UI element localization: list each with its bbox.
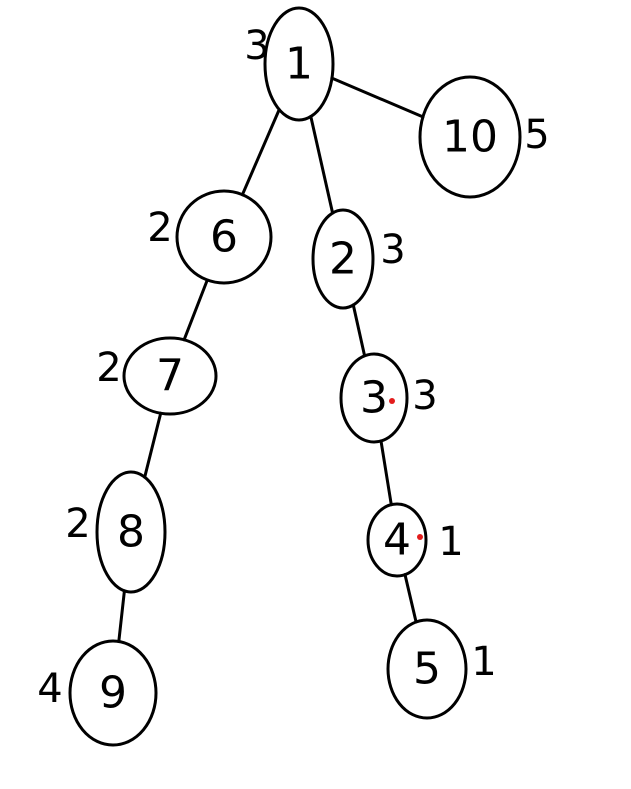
- edges-layer: [117, 76, 425, 643]
- node-label: 7: [156, 351, 184, 402]
- node-circle: [175, 189, 273, 285]
- node-circle: [366, 502, 428, 578]
- node-weight-label: 2: [65, 501, 90, 547]
- edge-4-5: [403, 573, 418, 624]
- node-7: 72: [96, 336, 218, 416]
- node-weight-label: 4: [37, 666, 62, 712]
- node-label: 6: [210, 212, 238, 263]
- node-label: 5: [413, 644, 441, 695]
- node-weight-label: 5: [524, 112, 549, 158]
- node-weight-label: 1: [471, 639, 496, 685]
- edge-8-9: [117, 589, 126, 643]
- edge-1-6: [240, 108, 281, 197]
- node-weight-label: 2: [147, 205, 172, 251]
- node-circle: [68, 639, 158, 747]
- node-label: 10: [442, 112, 498, 163]
- node-weight-label: 1: [438, 519, 463, 565]
- node-label: 3: [360, 373, 388, 424]
- edge-1-10: [330, 76, 425, 119]
- red-dot-marker: [389, 398, 395, 404]
- edge-7-8: [143, 411, 163, 479]
- node-circle: [386, 618, 468, 720]
- node-weight-label: 2: [96, 345, 121, 391]
- edge-2-3: [351, 303, 367, 358]
- node-circle: [418, 75, 522, 199]
- node-circle: [95, 470, 167, 594]
- node-circle: [122, 336, 218, 416]
- node-weight-label: 3: [412, 373, 437, 419]
- node-circle: [263, 6, 335, 122]
- node-8: 82: [65, 470, 167, 594]
- edge-1-2: [309, 115, 335, 215]
- edge-6-7: [182, 278, 209, 342]
- node-label: 1: [285, 39, 313, 90]
- node-circle: [339, 352, 409, 444]
- node-label: 2: [329, 234, 357, 285]
- node-circle: [311, 208, 375, 310]
- node-label: 4: [383, 515, 411, 566]
- node-label: 8: [117, 507, 145, 558]
- node-6: 62: [147, 189, 273, 285]
- edge-3-4: [379, 439, 393, 507]
- node-10: 10 5: [418, 75, 550, 199]
- node-label: 9: [99, 668, 127, 719]
- node-weight-label: 3: [244, 23, 269, 69]
- node-1: 13: [244, 6, 335, 122]
- red-dot-marker: [417, 534, 423, 540]
- node-weight-label: 3: [380, 227, 405, 273]
- node-9: 94: [37, 639, 158, 747]
